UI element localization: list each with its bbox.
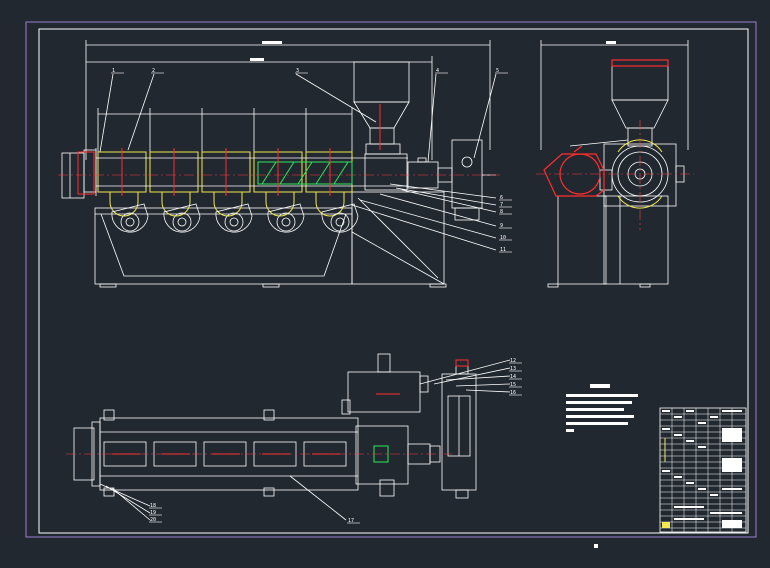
note-line xyxy=(566,408,624,411)
note-line xyxy=(566,401,632,404)
side-centerline xyxy=(536,120,694,230)
title-block-text xyxy=(722,410,742,412)
dimension-text xyxy=(250,58,264,61)
ucs-marker xyxy=(594,544,598,548)
balloon-label: 3 xyxy=(296,68,299,74)
notes-heading xyxy=(590,384,610,388)
note-line xyxy=(566,394,638,397)
title-block-text xyxy=(662,410,670,412)
title-block-text xyxy=(662,428,670,430)
balloon-label: 12 xyxy=(510,358,516,364)
title-block-text xyxy=(674,506,704,508)
balloon-label: 7 xyxy=(500,202,503,208)
barrel xyxy=(95,148,408,196)
extruder-screw xyxy=(257,161,353,185)
title-block-text xyxy=(674,416,682,418)
note-line xyxy=(566,429,574,432)
title-block-text xyxy=(674,476,682,478)
balloon-label: 10 xyxy=(500,235,506,241)
title-block-text xyxy=(674,434,682,436)
balloon-label: 6 xyxy=(500,195,503,201)
balloon-label: 14 xyxy=(510,374,516,380)
title-block-text xyxy=(722,520,742,528)
title-block-text xyxy=(722,428,742,442)
technical-notes xyxy=(566,384,638,432)
note-line xyxy=(566,422,628,425)
front-elevation xyxy=(61,40,497,288)
balloon-label: 17 xyxy=(348,518,354,524)
title-block-text xyxy=(722,458,742,472)
title-block-text xyxy=(686,440,694,442)
title-block-text xyxy=(662,470,670,472)
title-block-text xyxy=(722,488,742,490)
balloon-label: 20 xyxy=(150,517,156,523)
title-block-text xyxy=(710,512,742,514)
balloon-label: 15 xyxy=(510,382,516,388)
sheet-frame xyxy=(25,21,757,538)
title-block-text xyxy=(698,446,706,448)
balloon-label: 18 xyxy=(150,503,156,509)
balloon-label: 9 xyxy=(500,223,503,229)
feed-hopper xyxy=(353,61,410,191)
note-line xyxy=(566,415,634,418)
balloon-label: 19 xyxy=(150,510,156,516)
title-block-text xyxy=(710,416,718,418)
balloon-label: 8 xyxy=(500,209,503,215)
dimension-text xyxy=(606,41,616,44)
cooling-blowers xyxy=(111,203,359,233)
dimension-text xyxy=(262,41,282,44)
balloon-label: 11 xyxy=(500,247,506,253)
title-block-text xyxy=(710,494,718,496)
title-block xyxy=(659,407,747,533)
title-block-text xyxy=(674,518,704,520)
balloon-label: 16 xyxy=(510,390,516,396)
balloon-label: 2 xyxy=(152,68,155,74)
balloon-label: 4 xyxy=(436,68,439,74)
title-block-text xyxy=(686,410,694,412)
title-block-text xyxy=(698,488,706,490)
plan-view xyxy=(73,353,511,521)
part-balloons-front: 1 2 3 4 5 678 9 10 11 xyxy=(111,68,512,253)
title-block-text xyxy=(686,482,694,484)
title-block-text xyxy=(698,422,706,424)
thermocouple-leads xyxy=(77,104,381,196)
balloon-label: 13 xyxy=(510,366,516,372)
overall-dimension xyxy=(85,40,491,160)
machine-base xyxy=(94,191,447,288)
balloon-label: 1 xyxy=(112,68,115,74)
balloon-label: 5 xyxy=(496,68,499,74)
leader-lines xyxy=(99,73,497,251)
